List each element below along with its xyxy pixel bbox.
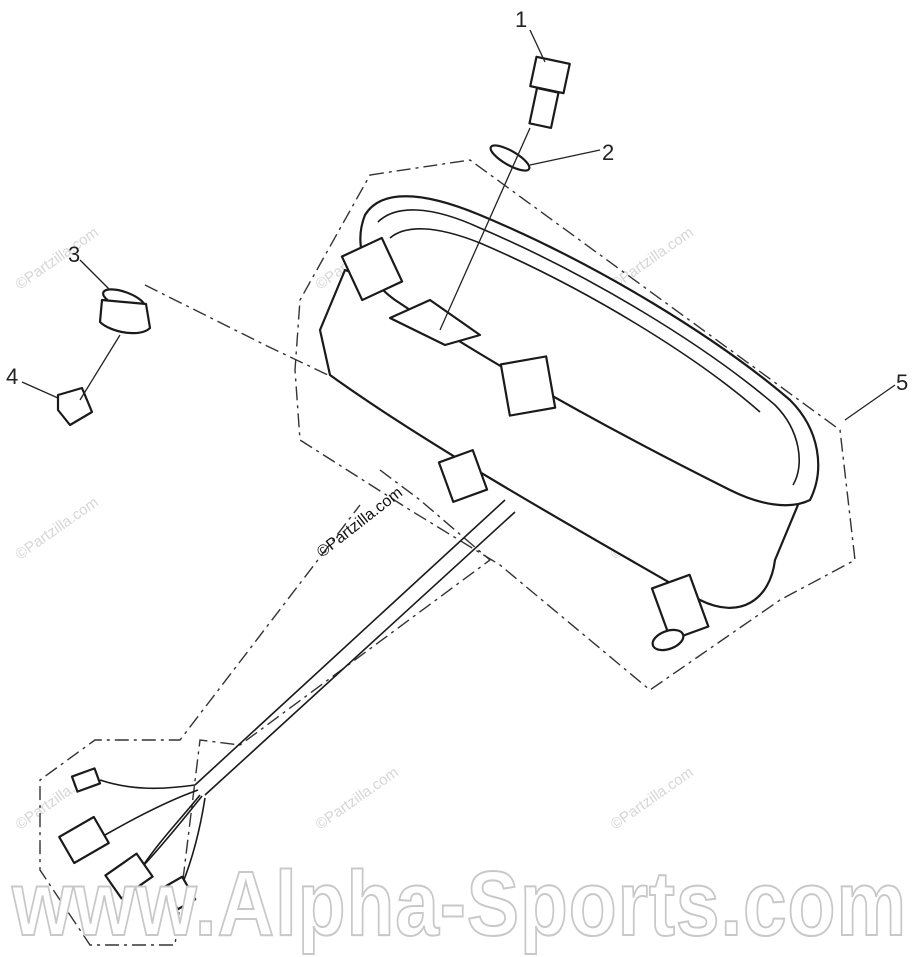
meter-bracket-tab xyxy=(388,298,482,347)
rear-post-left xyxy=(437,449,489,503)
tile-watermark: ©Partzilla.com xyxy=(608,224,697,294)
meter-bezel-ring xyxy=(377,209,800,486)
harness-cable-lower xyxy=(204,511,516,796)
tile-watermark: ©Partzilla.com xyxy=(13,224,102,294)
callout-4: 4 xyxy=(6,364,18,389)
assembly-line-grommet xyxy=(79,334,121,401)
leader-4 xyxy=(21,381,59,399)
connector-large xyxy=(58,815,110,865)
leader-2 xyxy=(529,149,601,166)
callout-leaders xyxy=(21,29,896,421)
bolt xyxy=(528,55,571,129)
harness-branch xyxy=(181,797,206,886)
wiring-harness xyxy=(58,499,516,911)
gauge-group-outline xyxy=(294,159,856,691)
callout-labels: 1 2 3 4 5 xyxy=(6,7,908,395)
washer xyxy=(489,144,531,172)
collar-nut-body xyxy=(56,386,94,427)
leader-3 xyxy=(79,259,111,291)
connector-small xyxy=(70,767,102,793)
partzilla-center-watermark: ©Partzilla.com xyxy=(314,484,406,561)
callout-3: 3 xyxy=(68,242,80,267)
harness-branch xyxy=(139,794,201,871)
assembly-line-bolt xyxy=(439,127,531,331)
collar-nut xyxy=(56,386,94,427)
assembly-lines xyxy=(79,127,531,401)
bolt-shank xyxy=(528,87,560,129)
leader-5 xyxy=(844,384,896,421)
callout-2: 2 xyxy=(602,140,614,165)
callout-5: 5 xyxy=(896,370,908,395)
mounting-stud-left xyxy=(340,236,404,302)
harness-cable-upper xyxy=(194,499,506,786)
rear-post-right xyxy=(650,573,710,642)
harness-branch xyxy=(99,779,196,790)
harness-branch xyxy=(104,789,199,836)
grommet-body xyxy=(98,298,152,335)
alpha-sports-watermark: www.Alpha-Sports.com xyxy=(11,853,907,955)
tile-watermark: ©Partzilla.com xyxy=(13,494,102,564)
meter-assembly xyxy=(318,195,820,652)
connector-large xyxy=(104,852,154,900)
mounting-stud-right xyxy=(499,355,557,417)
connector-small xyxy=(163,875,197,911)
meter-bezel-ring xyxy=(389,228,761,413)
tile-watermark: ©Partzilla.com xyxy=(608,764,697,834)
grommet xyxy=(98,288,152,335)
harness-outline xyxy=(39,469,492,946)
leader-1 xyxy=(529,29,546,63)
callout-1: 1 xyxy=(515,7,527,32)
rear-post-cap xyxy=(651,628,685,652)
tile-watermark: ©Partzilla.com xyxy=(313,764,402,834)
